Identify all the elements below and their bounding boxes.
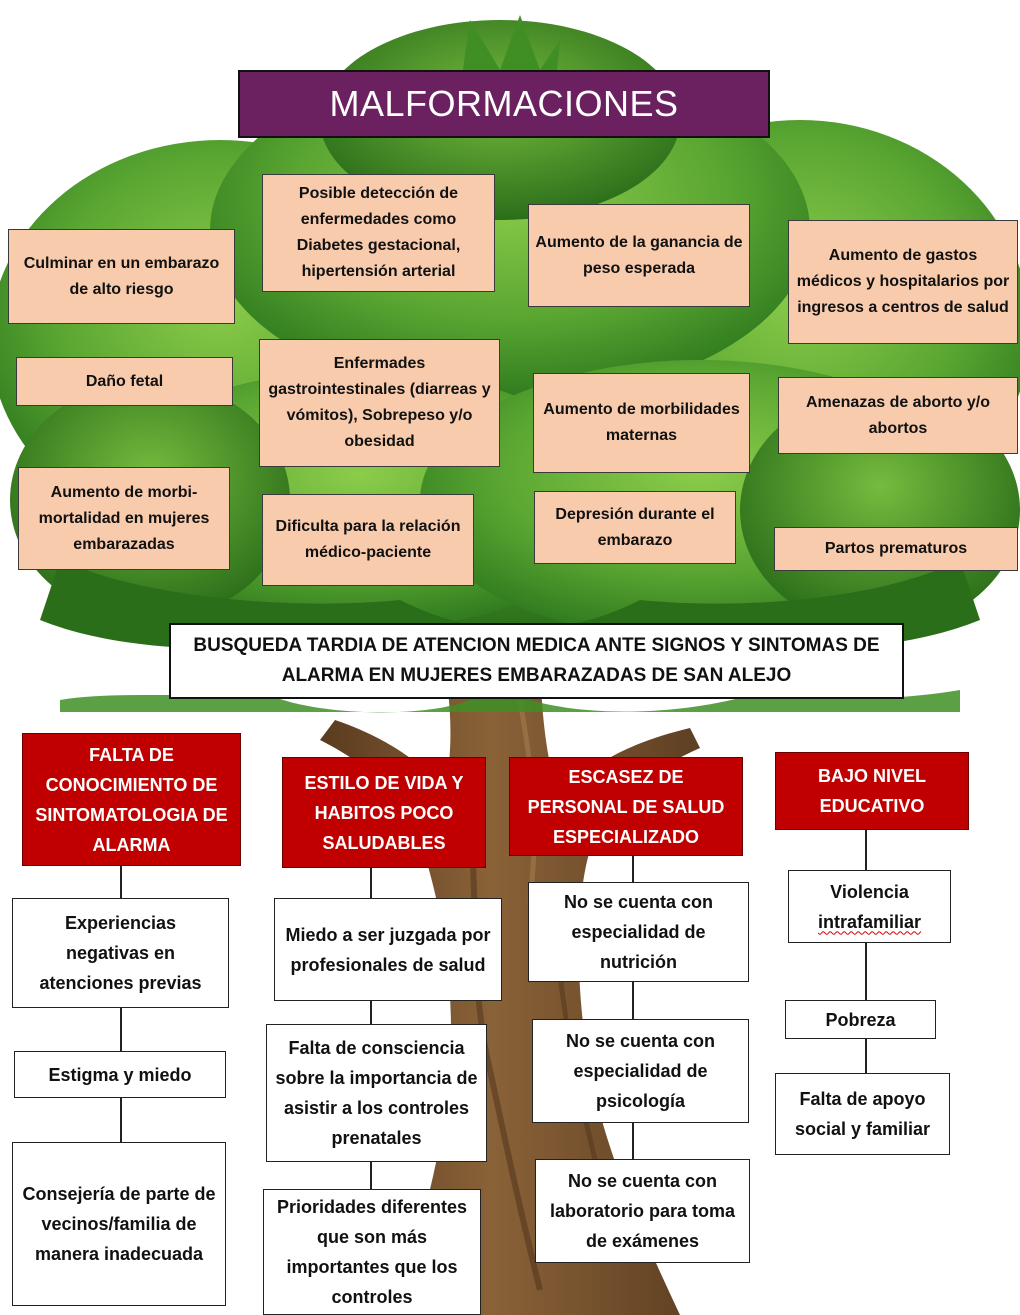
cause-item: Falta de apoyo social y familiar (775, 1073, 950, 1155)
cause-item: Estigma y miedo (14, 1051, 226, 1098)
connector-line (632, 1123, 634, 1159)
connector-line (632, 982, 634, 1019)
effect-box: Partos prematuros (774, 527, 1018, 571)
cause-item: No se cuenta con especialidad de psicolo… (532, 1019, 749, 1123)
effect-box: Posible detección de enfermedades como D… (262, 174, 495, 292)
central-problem: BUSQUEDA TARDIA DE ATENCION MEDICA ANTE … (169, 623, 904, 699)
effect-box: Dificulta para la relación médico-pacien… (262, 494, 474, 586)
cause-header: BAJO NIVEL EDUCATIVO (775, 752, 969, 830)
connector-line (865, 943, 867, 1000)
cause-item: Prioridades diferentes que son más impor… (263, 1189, 481, 1315)
connector-line (370, 1001, 372, 1024)
cause-item-line: intrafamiliar (817, 911, 922, 932)
cause-item: Falta de consciencia sobre la importanci… (266, 1024, 487, 1162)
effect-box: Amenazas de aborto y/o abortos (778, 377, 1018, 454)
cause-item: Experiencias negativas en atenciones pre… (12, 898, 229, 1008)
effect-box: Culminar en un embarazo de alto riesgo (8, 229, 235, 324)
cause-item: Consejería de parte de vecinos/familia d… (12, 1142, 226, 1306)
effect-box: Aumento de gastos médicos y hospitalario… (788, 220, 1018, 344)
effect-box: Aumento de la ganancia de peso esperada (528, 204, 750, 307)
cause-header: FALTA DE CONOCIMIENTO DE SINTOMATOLOGIA … (22, 733, 241, 866)
connector-line (370, 1162, 372, 1189)
cause-item: Miedo a ser juzgada por profesionales de… (274, 898, 502, 1001)
cause-item: No se cuenta con laboratorio para toma d… (535, 1159, 750, 1263)
connector-line (865, 830, 867, 870)
cause-item-line: Violencia (830, 881, 909, 902)
effect-box: Depresión durante el embarazo (534, 491, 736, 564)
diagram-title: MALFORMACIONES (238, 70, 770, 138)
cause-header: ESTILO DE VIDA Y HABITOS POCO SALUDABLES (282, 757, 486, 868)
cause-item: Pobreza (785, 1000, 936, 1039)
effect-box: Aumento de morbi-mortalidad en mujeres e… (18, 467, 230, 570)
connector-line (120, 865, 122, 898)
connector-line (120, 1098, 122, 1142)
cause-item: Violencia intrafamiliar (788, 870, 951, 943)
connector-line (370, 868, 372, 898)
effect-box: Daño fetal (16, 357, 233, 406)
effect-box: Enfermades gastrointestinales (diarreas … (259, 339, 500, 467)
connector-line (632, 856, 634, 882)
cause-header: ESCASEZ DE PERSONAL DE SALUD ESPECIALIZA… (509, 757, 743, 856)
effect-box: Aumento de morbilidades maternas (533, 373, 750, 473)
connector-line (120, 1008, 122, 1051)
connector-line (865, 1039, 867, 1073)
cause-item: No se cuenta con especialidad de nutrici… (528, 882, 749, 982)
